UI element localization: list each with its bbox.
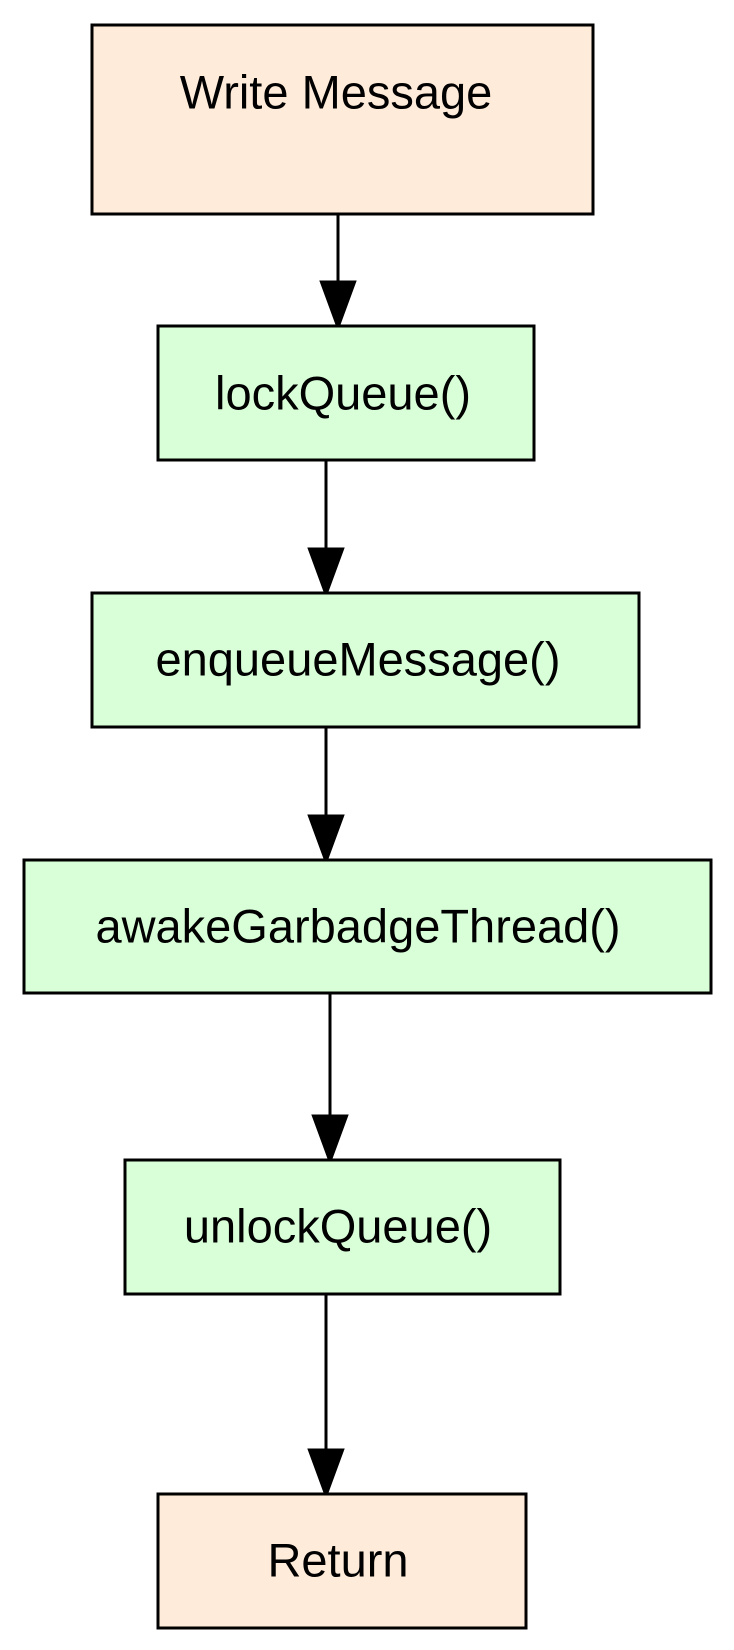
node-lock-queue: lockQueue() xyxy=(156,324,536,462)
node-label: awakeGarbadgeThread() xyxy=(95,899,620,952)
node-label: enqueueMessage() xyxy=(156,632,561,685)
node-unlock-queue: unlockQueue() xyxy=(123,1158,562,1296)
flow-edge-enqueue-to-awake xyxy=(307,727,345,866)
node-label: Write Message xyxy=(180,65,493,118)
node-awake-garbadge-thread: awakeGarbadgeThread() xyxy=(22,858,713,995)
arrowhead-icon xyxy=(307,1448,345,1500)
node-return: Return xyxy=(156,1492,528,1630)
flow-edge-lock-to-enqueue xyxy=(307,460,345,599)
arrowhead-icon xyxy=(319,280,357,332)
arrowhead-icon xyxy=(307,814,345,866)
arrowhead-icon xyxy=(307,547,345,599)
node-enqueue-message: enqueueMessage() xyxy=(90,591,641,729)
flow-edge-write-to-lock xyxy=(319,214,357,332)
node-box xyxy=(123,1158,562,1296)
node-box xyxy=(90,591,641,729)
node-box xyxy=(90,23,595,216)
node-write-message: Write Message xyxy=(90,23,595,216)
flow-edge-unlock-to-return xyxy=(307,1294,345,1500)
node-label: lockQueue() xyxy=(215,366,471,419)
node-label: unlockQueue() xyxy=(184,1199,492,1252)
arrowhead-icon xyxy=(311,1114,349,1166)
node-box xyxy=(156,1492,528,1630)
node-label: Return xyxy=(267,1533,408,1586)
node-box xyxy=(22,858,713,995)
flow-edge-awake-to-unlock xyxy=(311,993,349,1166)
node-box xyxy=(156,324,536,462)
